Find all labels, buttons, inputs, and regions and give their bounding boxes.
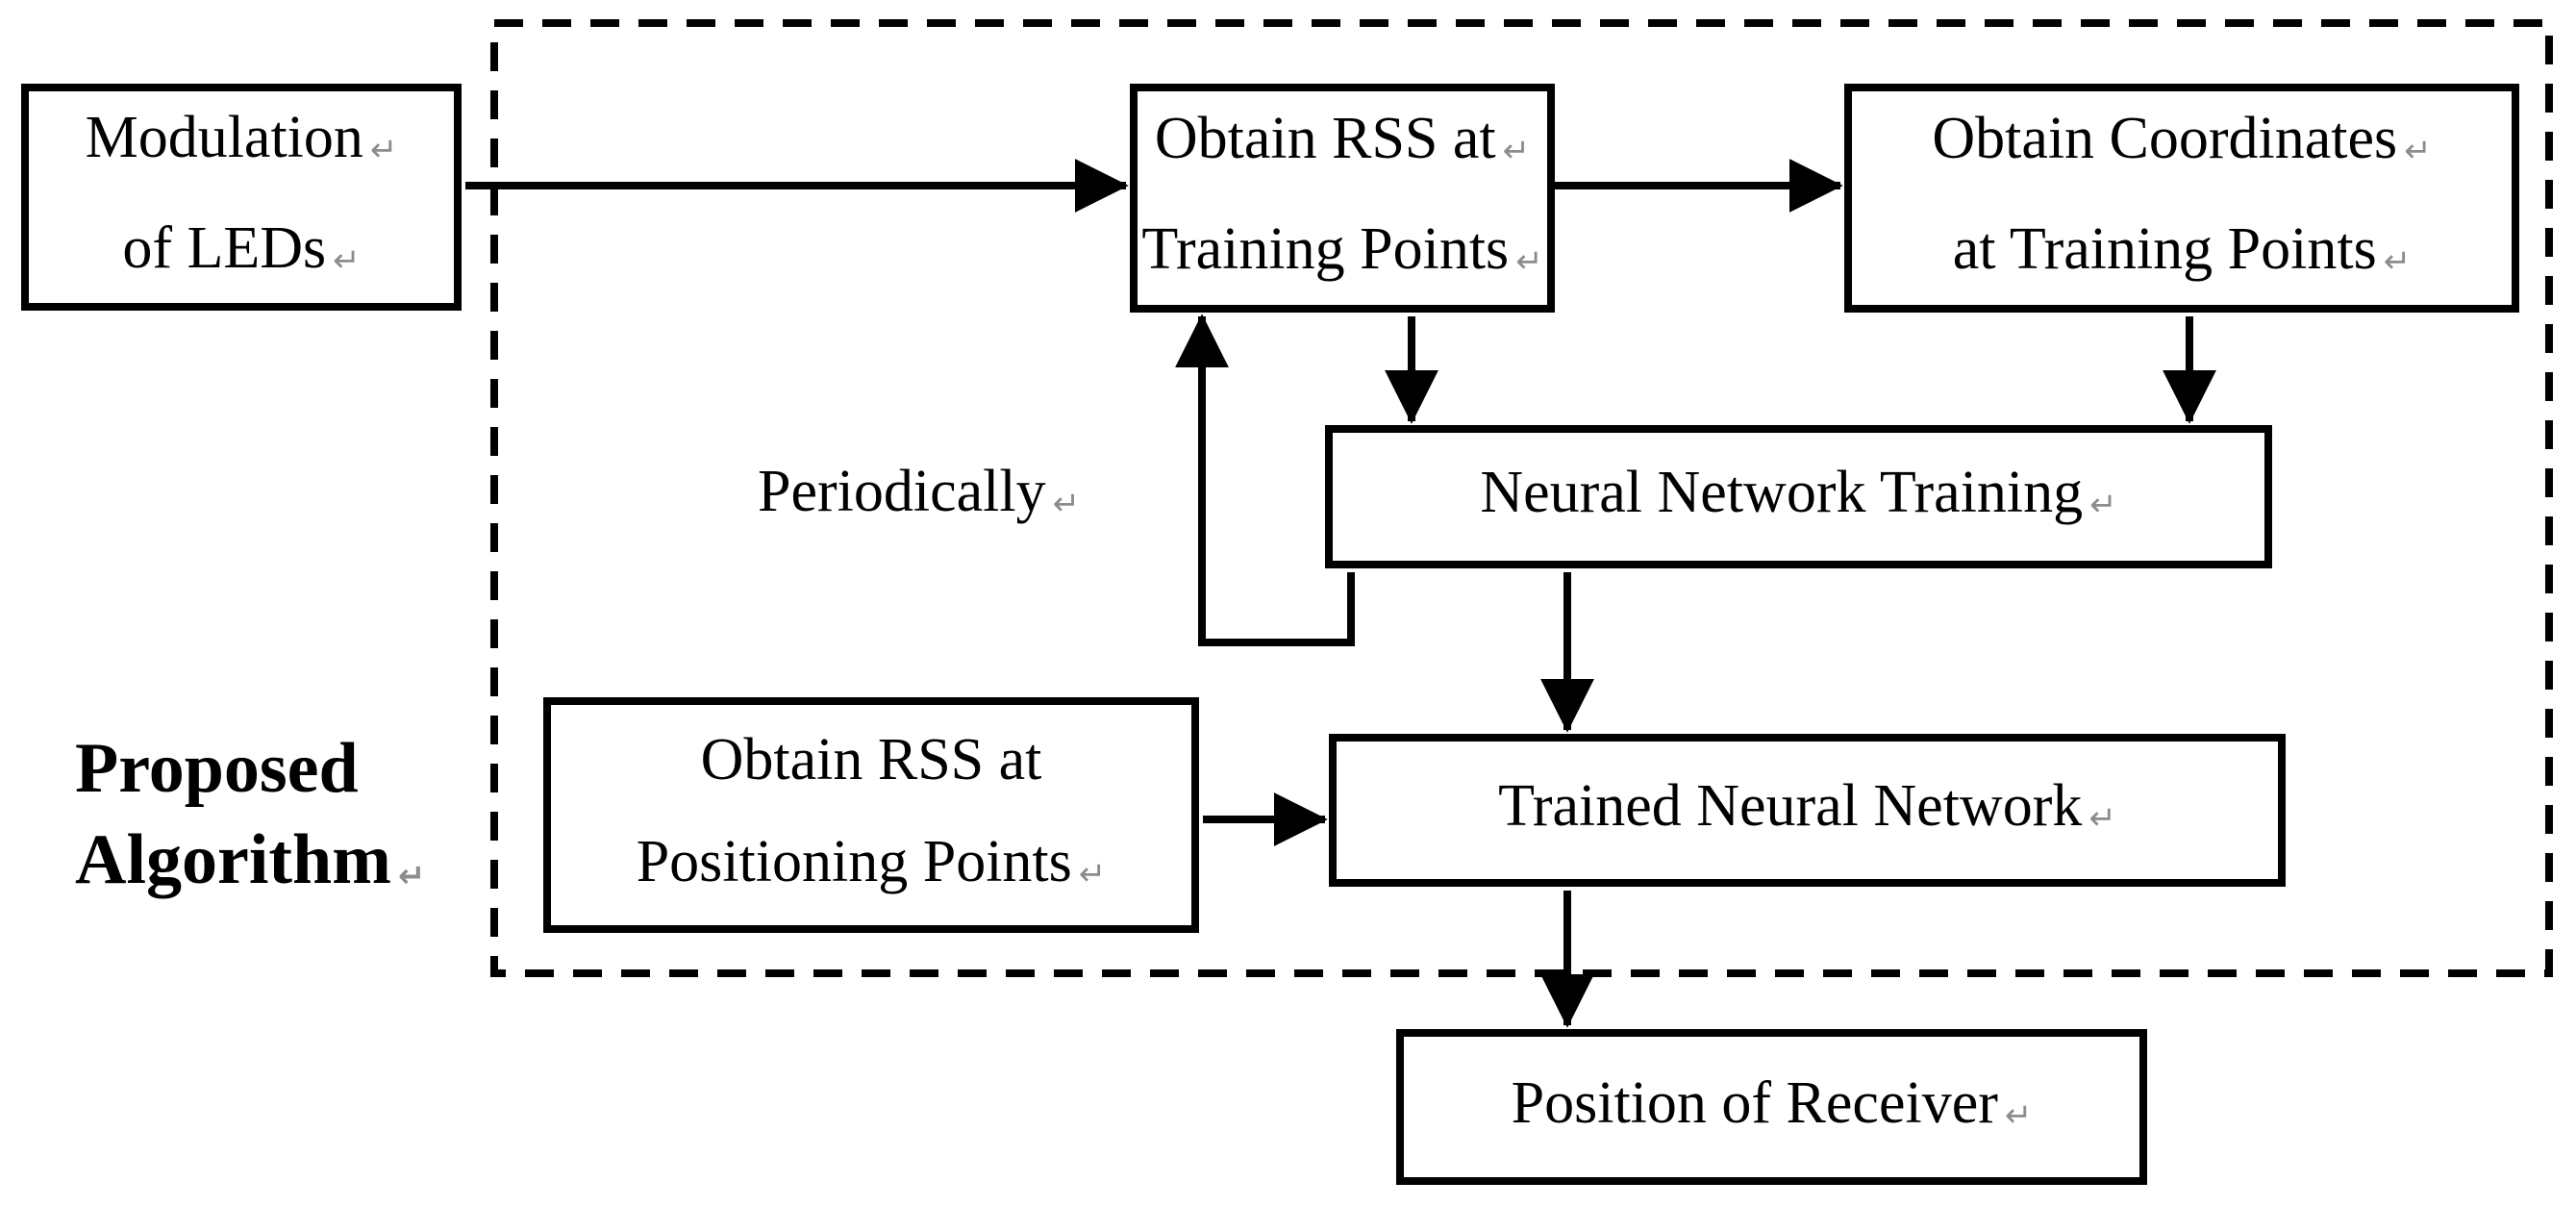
proposed-algorithm-line1: Proposed: [75, 729, 359, 808]
box-line: Obtain RSS at↵: [1155, 88, 1530, 198]
box-line-text: at Training Points: [1952, 216, 2377, 282]
box-line: Obtain RSS at: [701, 709, 1042, 811]
proposed-algorithm-line2: Algorithm↵: [75, 815, 425, 918]
box-obtain-rss-positioning-points: Obtain RSS at Positioning Points↵: [543, 697, 1199, 933]
box-line: Position of Receiver↵: [1512, 1052, 2033, 1163]
box-position-of-receiver: Position of Receiver↵: [1396, 1029, 2147, 1185]
box-line: Positioning Points↵: [637, 811, 1107, 921]
arrow-periodic-feedback-loop: [1175, 314, 1355, 646]
box-line-text: Obtain Coordinates: [1932, 106, 2398, 171]
box-obtain-rss-training-points: Obtain RSS at↵ Training Points↵: [1130, 84, 1555, 313]
box-line-text: Position of Receiver: [1511, 1069, 1998, 1136]
box-trained-neural-network: Trained Neural Network↵: [1329, 734, 2286, 887]
line-break-mark-icon: ↵: [369, 131, 398, 169]
proposed-algorithm-dashed-boundary: [490, 19, 2553, 977]
proposed-algorithm-line2-text: Algorithm: [75, 820, 391, 899]
line-break-mark-icon: ↵: [2383, 242, 2412, 281]
line-break-mark-icon: ↵: [1502, 132, 1531, 170]
box-line-text: Trained Neural Network: [1498, 773, 2083, 839]
box-line-text: Neural Network Training: [1480, 460, 2084, 525]
box-line: at Training Points↵: [1953, 198, 2412, 309]
line-break-mark-icon: ↵: [1078, 855, 1107, 893]
box-line-text: Modulation: [85, 105, 363, 170]
box-line-text: Training Points: [1141, 216, 1510, 282]
periodically-label: Periodically↵: [758, 440, 1080, 551]
line-break-mark-icon: ↵: [1052, 485, 1081, 523]
box-line: Training Points↵: [1141, 198, 1542, 309]
box-line: of LEDs↵: [122, 197, 360, 308]
proposed-algorithm-label: Proposed Algorithm↵: [75, 723, 425, 918]
line-break-mark-icon: ↵: [1515, 242, 1543, 281]
box-line-text: of LEDs: [122, 215, 327, 281]
box-line: Obtain Coordinates↵: [1932, 88, 2431, 198]
box-modulation-of-leds: Modulation↵ of LEDs↵: [21, 84, 462, 311]
box-line: Modulation↵: [86, 87, 398, 197]
line-break-mark-icon: ↵: [2404, 132, 2432, 170]
box-obtain-coordinates-training-points: Obtain Coordinates↵ at Training Points↵: [1844, 84, 2519, 313]
box-neural-network-training: Neural Network Training↵: [1325, 425, 2272, 568]
periodically-text: Periodically: [758, 459, 1046, 524]
box-line: Trained Neural Network↵: [1498, 755, 2116, 866]
box-line-text: Obtain RSS at: [700, 727, 1042, 792]
line-break-mark-icon: ↵: [397, 857, 426, 895]
box-line-text: Obtain RSS at: [1154, 106, 1496, 171]
line-break-mark-icon: ↵: [333, 241, 361, 280]
box-line: Neural Network Training↵: [1480, 441, 2116, 552]
line-break-mark-icon: ↵: [2004, 1095, 2033, 1135]
line-break-mark-icon: ↵: [2088, 799, 2116, 838]
box-line-text: Positioning Points: [636, 829, 1072, 894]
line-break-mark-icon: ↵: [2089, 486, 2117, 524]
